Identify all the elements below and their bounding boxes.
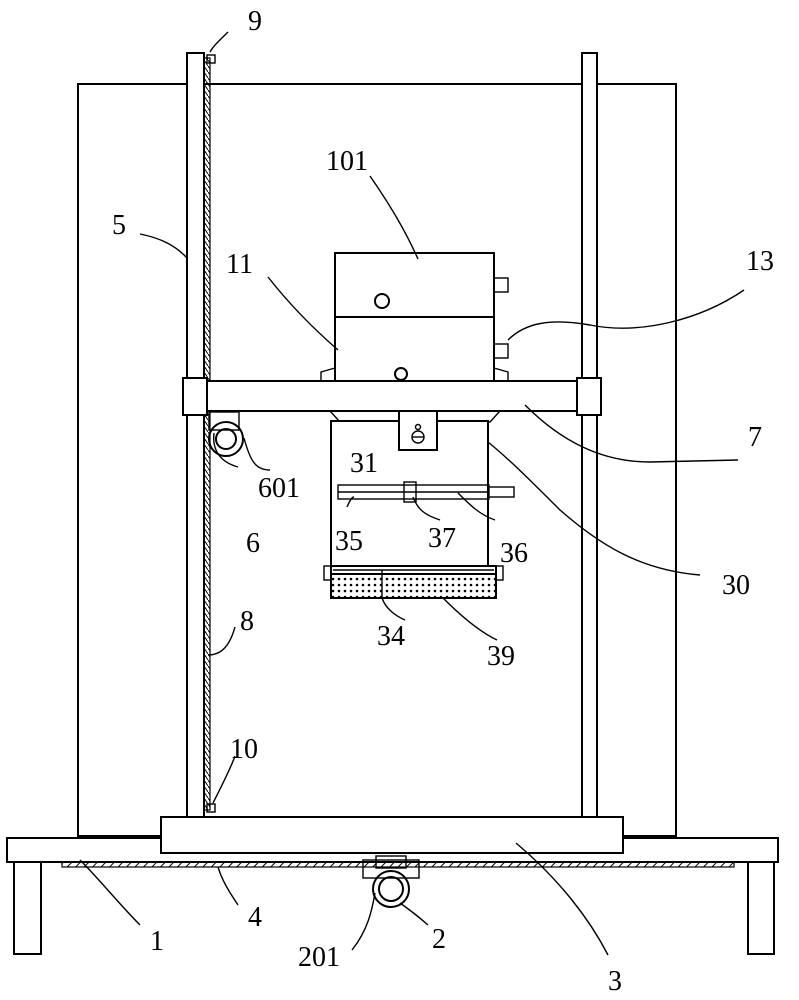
label-4: 4 [248,902,262,933]
label-3: 3 [608,966,622,997]
crossbeam [196,380,587,412]
label-39: 39 [487,641,515,672]
bottom-limit-switch [206,803,216,813]
label-201: 201 [298,942,340,973]
label-1: 1 [150,926,164,957]
label-101: 101 [326,146,368,177]
label-9: 9 [248,6,262,37]
right-column [581,52,598,820]
label-35: 35 [335,526,363,557]
label-30: 30 [722,570,750,601]
label-13: 13 [746,246,774,277]
gear-motor [208,411,244,457]
label-2: 2 [432,924,446,955]
upper-housing [320,252,509,382]
slide-plate [160,816,624,854]
leg-left [13,860,42,955]
label-8: 8 [240,606,254,637]
label-6: 6 [246,528,260,559]
label-37: 37 [428,523,456,554]
label-34: 34 [377,621,405,652]
label-31: 31 [350,448,378,479]
leg-right [747,860,775,955]
label-36: 36 [500,538,528,569]
lower-hopper [323,410,515,599]
label-10: 10 [230,734,258,765]
left-column [186,52,205,820]
right-clamp [576,377,602,416]
label-11: 11 [226,249,253,280]
bottom-motor [362,855,420,908]
label-7: 7 [748,422,762,453]
label-601: 601 [258,473,300,504]
leader-lines [79,31,745,956]
left-clamp [182,377,208,416]
top-limit-switch [206,54,216,64]
label-5: 5 [112,210,126,241]
